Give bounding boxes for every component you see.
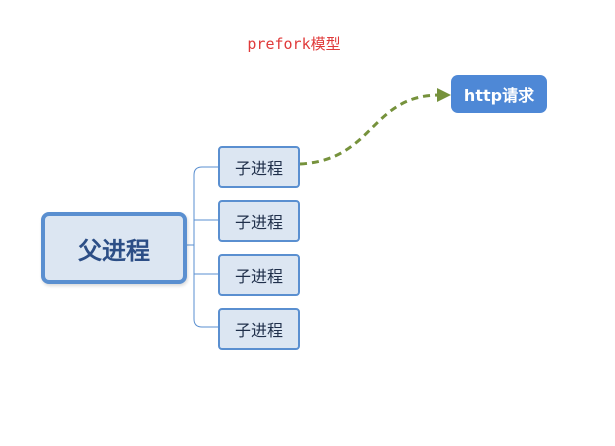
- diagram-title: prefork模型: [247, 35, 341, 53]
- http-request-node: http请求: [451, 75, 547, 113]
- child-process-node: 子进程: [218, 200, 300, 242]
- child-process-label: 子进程: [234, 159, 283, 178]
- request-arrowhead: [437, 88, 451, 102]
- tree-connectors: [187, 166, 218, 328]
- child-process-node: 子进程: [218, 146, 300, 188]
- request-arrow-line: [299, 93, 441, 166]
- http-request-label: http请求: [463, 86, 535, 105]
- parent-process-node: 父进程: [41, 212, 187, 284]
- child-process-node: 子进程: [218, 254, 300, 296]
- child-process-node: 子进程: [218, 308, 300, 350]
- child-process-label: 子进程: [234, 321, 283, 340]
- tree-bracket-line: [193, 166, 218, 328]
- child-process-label: 子进程: [234, 213, 283, 232]
- child-process-label: 子进程: [234, 267, 283, 286]
- parent-process-label: 父进程: [78, 236, 150, 265]
